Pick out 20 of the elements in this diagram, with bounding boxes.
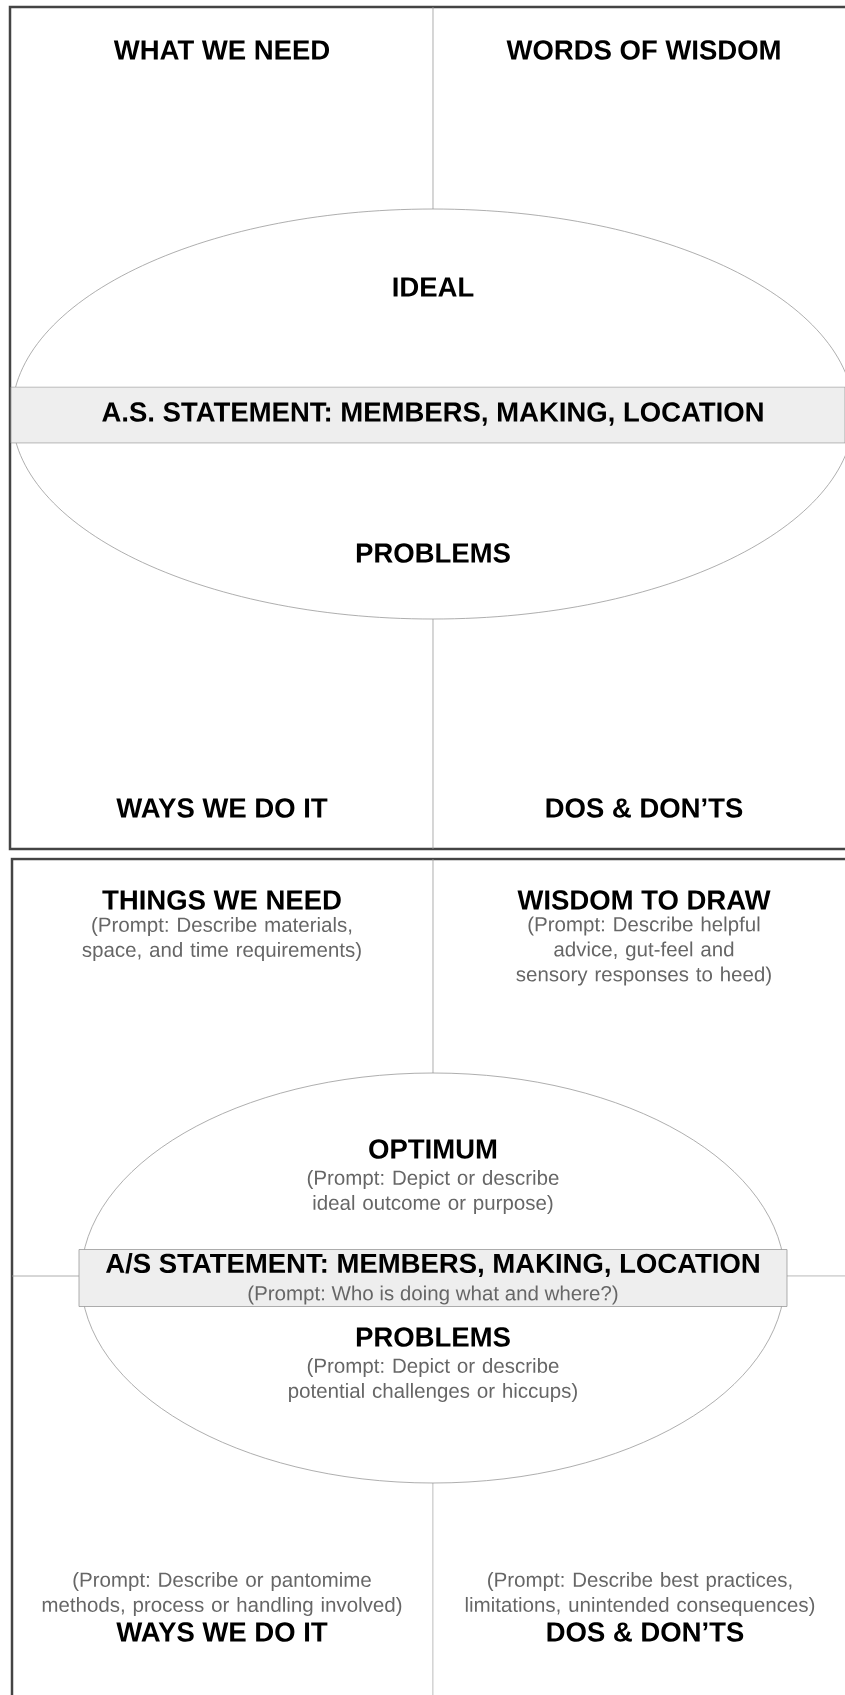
heading-text: WHAT WE NEED — [113, 40, 330, 60]
prompt-text: (Prompt: Depict or describe potential challenges or hiccups) — [289, 1357, 577, 1403]
prompt-text: (Prompt: Describe helpful advice, gut-feel and sensory responses to heed) — [516, 916, 771, 986]
heading-text: WISDOM TO DRAW — [517, 890, 771, 910]
statement-band: A.S. STATEMENT: MEMBERS, MAKING, LOCATION — [10, 386, 845, 444]
prompt-text: (Prompt: Describe or pantomime methods, process or handling involved) — [42, 1571, 402, 1617]
prompt-text: (Prompt: Depict or describe ideal outcome or purpose) — [307, 1169, 559, 1215]
heading-text: WORDS OF WISDOM — [506, 40, 780, 60]
prompt-text: (Prompt: Describe materials, space, and time requirements) — [82, 916, 361, 962]
statement-band: A/S STATEMENT: MEMBERS, MAKING, LOCATION (Prompt: Who is doing what and where?) — [78, 1249, 788, 1307]
heading-text: IDEAL — [393, 277, 474, 297]
heading-text: PROBLEMS — [356, 1327, 510, 1347]
heading-text: WAYS WE DO IT — [116, 1622, 328, 1642]
heading-text: PROBLEMS — [356, 543, 510, 563]
heading-text: DOS & DON’TS — [546, 798, 743, 818]
heading-text: DOS & DON’TS — [547, 1622, 744, 1642]
prompt-text: (Prompt: Describe best practices, limitations, unintended consequences) — [465, 1571, 815, 1617]
heading-text: WAYS WE DO IT — [116, 798, 328, 818]
heading-text: OPTIMUM — [369, 1139, 497, 1159]
heading-text: THINGS WE NEED — [102, 890, 341, 910]
